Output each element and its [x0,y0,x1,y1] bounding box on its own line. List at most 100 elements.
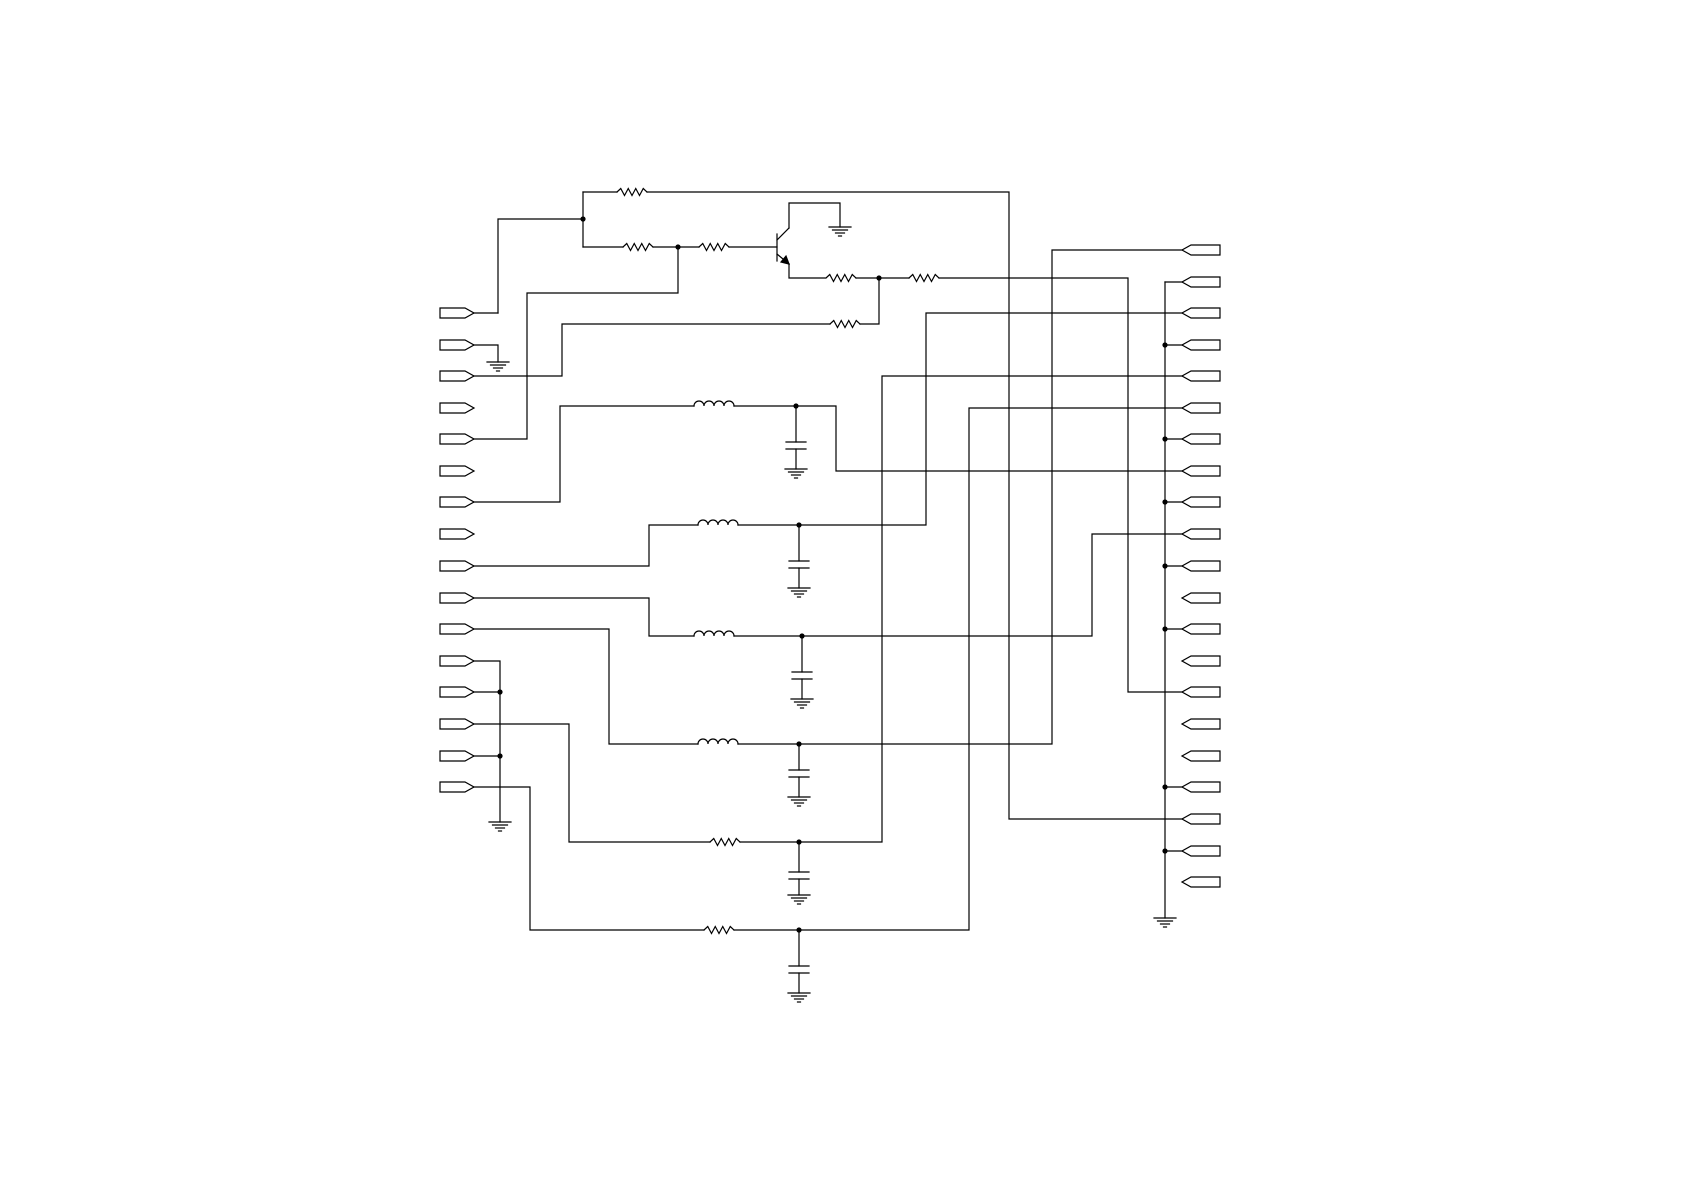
resistor [826,275,856,282]
left-port [440,656,474,666]
wire [799,408,1182,930]
resistor [699,244,729,251]
wire [939,278,1182,692]
right-port [1182,308,1220,318]
right-port [1182,877,1220,887]
left-port [440,340,474,350]
junction-dot [796,522,801,527]
right-port [1182,245,1220,255]
resistor [623,244,653,251]
capacitor [789,744,809,797]
inductor [694,401,734,406]
left-port [440,719,474,729]
wire [474,661,500,822]
capacitor [786,406,806,469]
wire [474,345,498,362]
resistor [617,189,647,196]
wire [474,787,704,930]
junction-dot [497,689,502,694]
right-port [1182,340,1220,350]
left-port [440,371,474,381]
wire [860,278,879,324]
capacitor [789,842,809,895]
components [487,189,1176,1003]
left-port [440,687,474,697]
wire [799,250,1182,744]
right-port [1182,434,1220,444]
right-port [1182,687,1220,697]
ground-symbol [788,895,810,904]
wire [474,525,698,566]
left-port [440,466,474,476]
left-port-column [440,308,474,792]
left-port [440,308,474,318]
left-port [440,561,474,571]
junction-dot [1162,848,1167,853]
inductor [698,739,738,744]
junction-dot [1162,626,1167,631]
left-port [440,624,474,634]
junction-dot [796,741,801,746]
capacitor [789,930,809,993]
right-port [1182,371,1220,381]
ground-symbol [1154,918,1176,927]
wire [474,629,698,744]
junction-dot [799,633,804,638]
wire [474,406,694,502]
ground-symbol [788,797,810,806]
junction-dot [1162,342,1167,347]
inductor [698,520,738,525]
left-port [440,593,474,603]
junction-dot [796,927,801,932]
wire [789,264,825,278]
resistor [830,321,860,328]
right-port [1182,656,1220,666]
wire [474,598,694,636]
wires [474,192,1182,930]
transistor-collector [777,228,789,240]
left-port [440,434,474,444]
resistor [704,927,734,934]
ground-symbol [489,822,511,831]
junction-dot [793,403,798,408]
right-port [1182,403,1220,413]
left-port [440,782,474,792]
left-port [440,529,474,539]
right-port [1182,529,1220,539]
right-port [1182,719,1220,729]
wire [474,724,710,842]
wire [789,203,840,228]
transistor-arrow [781,256,789,264]
right-port [1182,782,1220,792]
ground-symbol [788,588,810,597]
junction-dot [1162,563,1167,568]
capacitor [792,636,812,699]
wire [802,534,1182,636]
wire [799,313,1182,525]
wire [796,406,1182,471]
wire [498,219,583,313]
ground-symbol [791,699,813,708]
ground-symbol [785,469,807,478]
capacitor [789,525,809,588]
junction-dot [580,216,585,221]
resistor [909,275,939,282]
right-port [1182,846,1220,856]
wire [647,192,1182,819]
junction-dot [796,839,801,844]
right-port [1182,751,1220,761]
right-port [1182,814,1220,824]
right-port [1182,497,1220,507]
inductor [694,631,734,636]
ground-symbol [487,362,509,371]
junction-dot [1162,784,1167,789]
left-port [440,403,474,413]
junction-dot [1162,436,1167,441]
ground-symbol [788,993,810,1002]
wire [474,247,678,439]
right-port [1182,561,1220,571]
junction-dot [876,275,881,280]
junction-dot [675,244,680,249]
junction-dot [1162,499,1167,504]
